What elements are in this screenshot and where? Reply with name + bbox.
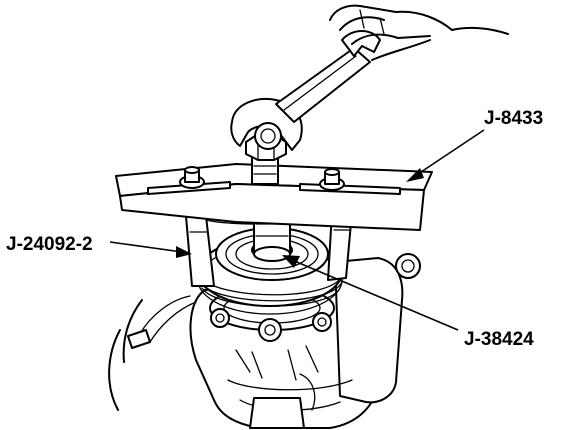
label-adapter-tool: J-24092-2 [6, 234, 93, 255]
adapter-tool [185, 211, 353, 287]
leader-bridge-tool [406, 129, 485, 182]
label-pulley-tool: J-38424 [464, 329, 534, 350]
leader-pulley-tool [282, 255, 459, 331]
label-bridge-tool: J-8433 [484, 108, 543, 129]
leader-adapter-tool [109, 241, 192, 258]
bridge-bolt-left [179, 166, 205, 189]
bridge-bolt-right [319, 168, 345, 191]
hand [329, 4, 509, 61]
bridge-tool [115, 133, 433, 231]
wrench [230, 30, 381, 151]
